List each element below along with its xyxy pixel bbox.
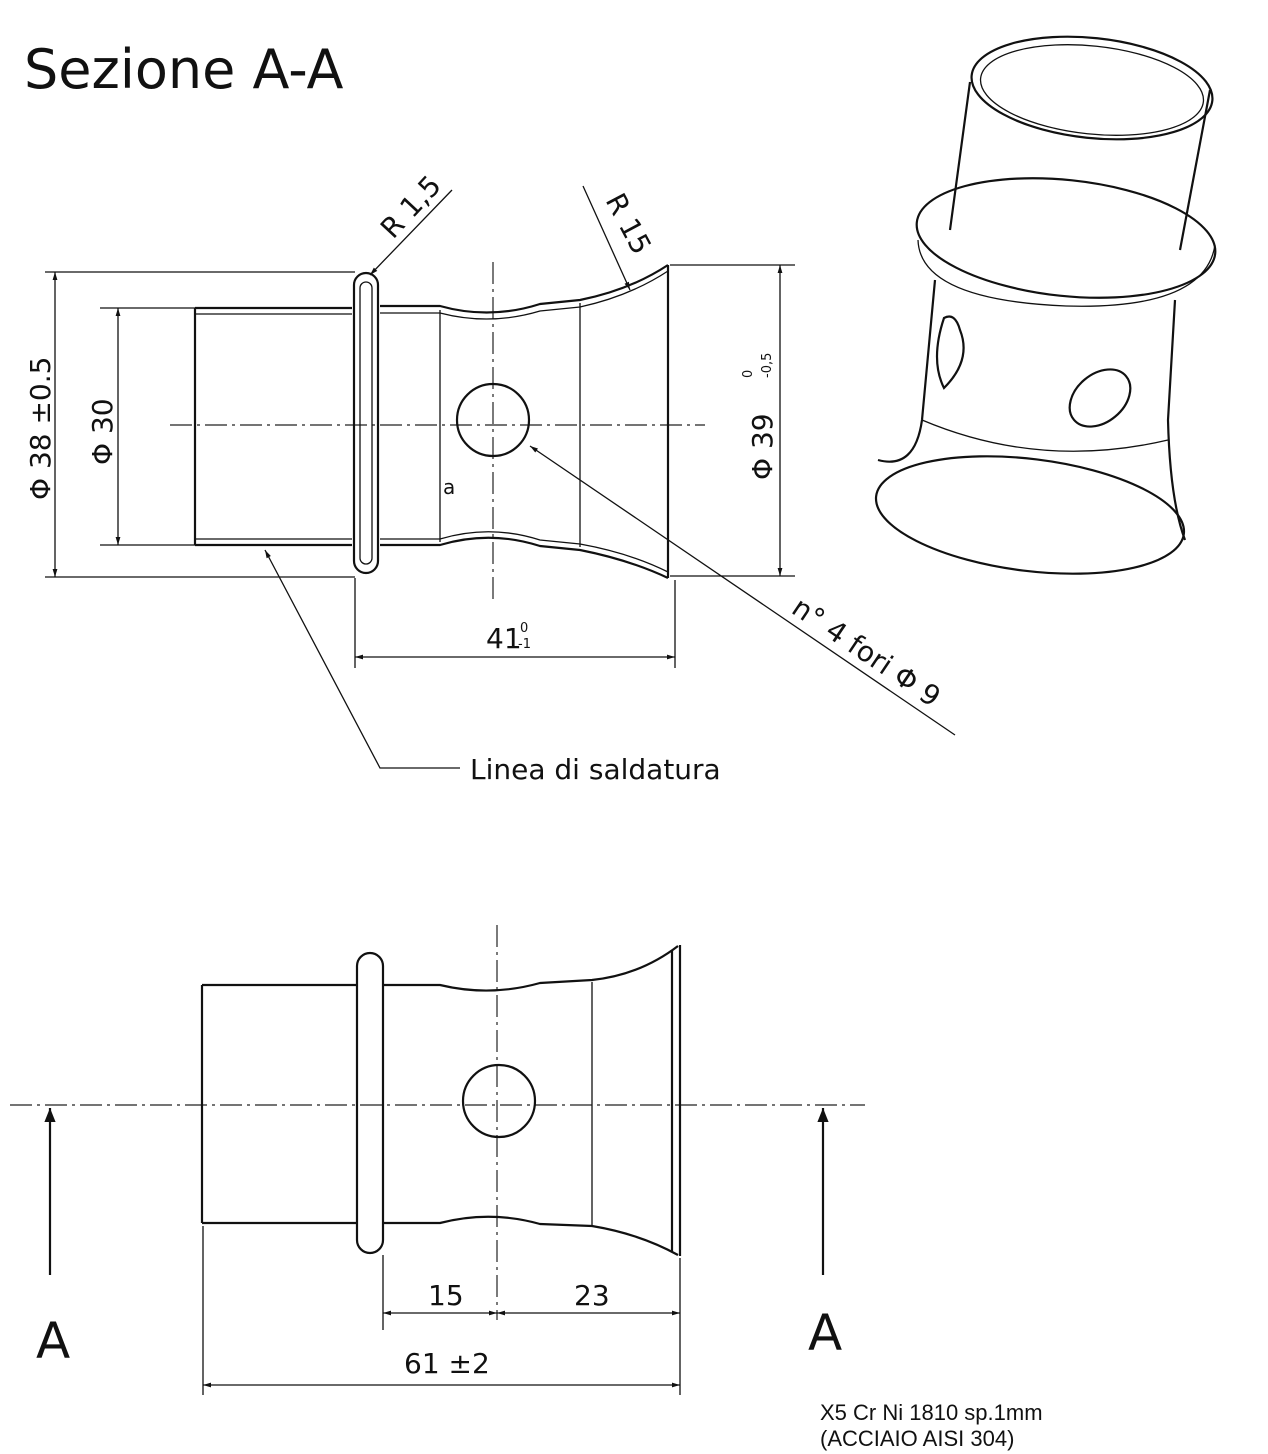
ext-lines-41 — [354, 578, 676, 668]
dim-outer-diameter: Φ 38 ±0.5 — [24, 357, 57, 500]
side-bell-end — [670, 945, 682, 1256]
drawing-title: Sezione A-A — [24, 38, 344, 101]
upper-cylinder-sides — [948, 81, 1212, 251]
flange-thickness — [917, 239, 1216, 307]
leader-r15-flange — [369, 189, 453, 276]
dim-bell-tol-upper: 0 — [741, 370, 756, 378]
top-rim-inner — [979, 44, 1205, 136]
top-rim-outer — [970, 35, 1214, 141]
dim-inner-diameter: Φ 30 — [86, 398, 119, 465]
section-label-left: A — [36, 1312, 70, 1370]
flange-fold-inner — [359, 281, 373, 565]
section-view: a Φ 38 ±0.5 Φ 30 Φ 39 0 -0,5 41 0 -1 R 1… — [24, 169, 956, 786]
dim-a: 15 — [428, 1279, 464, 1312]
side-ext-lines — [202, 1226, 681, 1395]
tube-bottom-inner — [195, 531, 669, 573]
flange-fold — [352, 271, 380, 575]
side-view: A A 15 23 61 ±2 — [10, 925, 865, 1395]
dim-length: 41 — [486, 622, 522, 655]
side-flange — [355, 951, 385, 1255]
isometric-view — [874, 35, 1217, 575]
marker-a: a — [443, 475, 455, 499]
side-top-edge — [202, 945, 679, 992]
leader-weld-line — [264, 549, 460, 769]
dim-bell-tol-lower: -0,5 — [760, 353, 775, 378]
dim-length-tol-upper: 0 — [520, 621, 528, 636]
dim-total: 61 ±2 — [404, 1347, 490, 1380]
body-sides — [877, 279, 1187, 541]
radius-bell: R 15 — [599, 188, 658, 260]
flange-outer — [915, 177, 1217, 299]
material-line-1: X5 Cr Ni 1810 sp.1mm — [820, 1400, 1043, 1425]
tube-top-outer — [195, 264, 669, 314]
hole-left — [935, 315, 965, 390]
dim-length-tol-lower: -1 — [518, 637, 531, 652]
weld-line-label: Linea di saldatura — [470, 753, 721, 786]
hole-right — [1068, 368, 1132, 428]
material-line-2: (ACCIAIO AISI 304) — [820, 1426, 1014, 1451]
hole — [455, 382, 531, 458]
leader-holes — [529, 445, 956, 736]
side-hole — [461, 1063, 537, 1139]
holes-note: n° 4 fori Φ 9 — [786, 590, 946, 713]
bell-bottom-rim — [874, 455, 1186, 575]
side-bottom-edge — [202, 1215, 679, 1256]
section-label-right: A — [808, 1304, 842, 1362]
tube-top-inner — [195, 270, 669, 320]
dim-bell-diameter: Φ 39 — [746, 413, 779, 480]
ext-lines-d38 — [45, 271, 355, 578]
ext-lines-d39 — [670, 264, 795, 577]
bell-transition — [921, 419, 1169, 452]
leader-r15-bell — [582, 185, 631, 291]
dim-b: 23 — [574, 1279, 610, 1312]
tube-bottom-outer — [195, 536, 669, 579]
